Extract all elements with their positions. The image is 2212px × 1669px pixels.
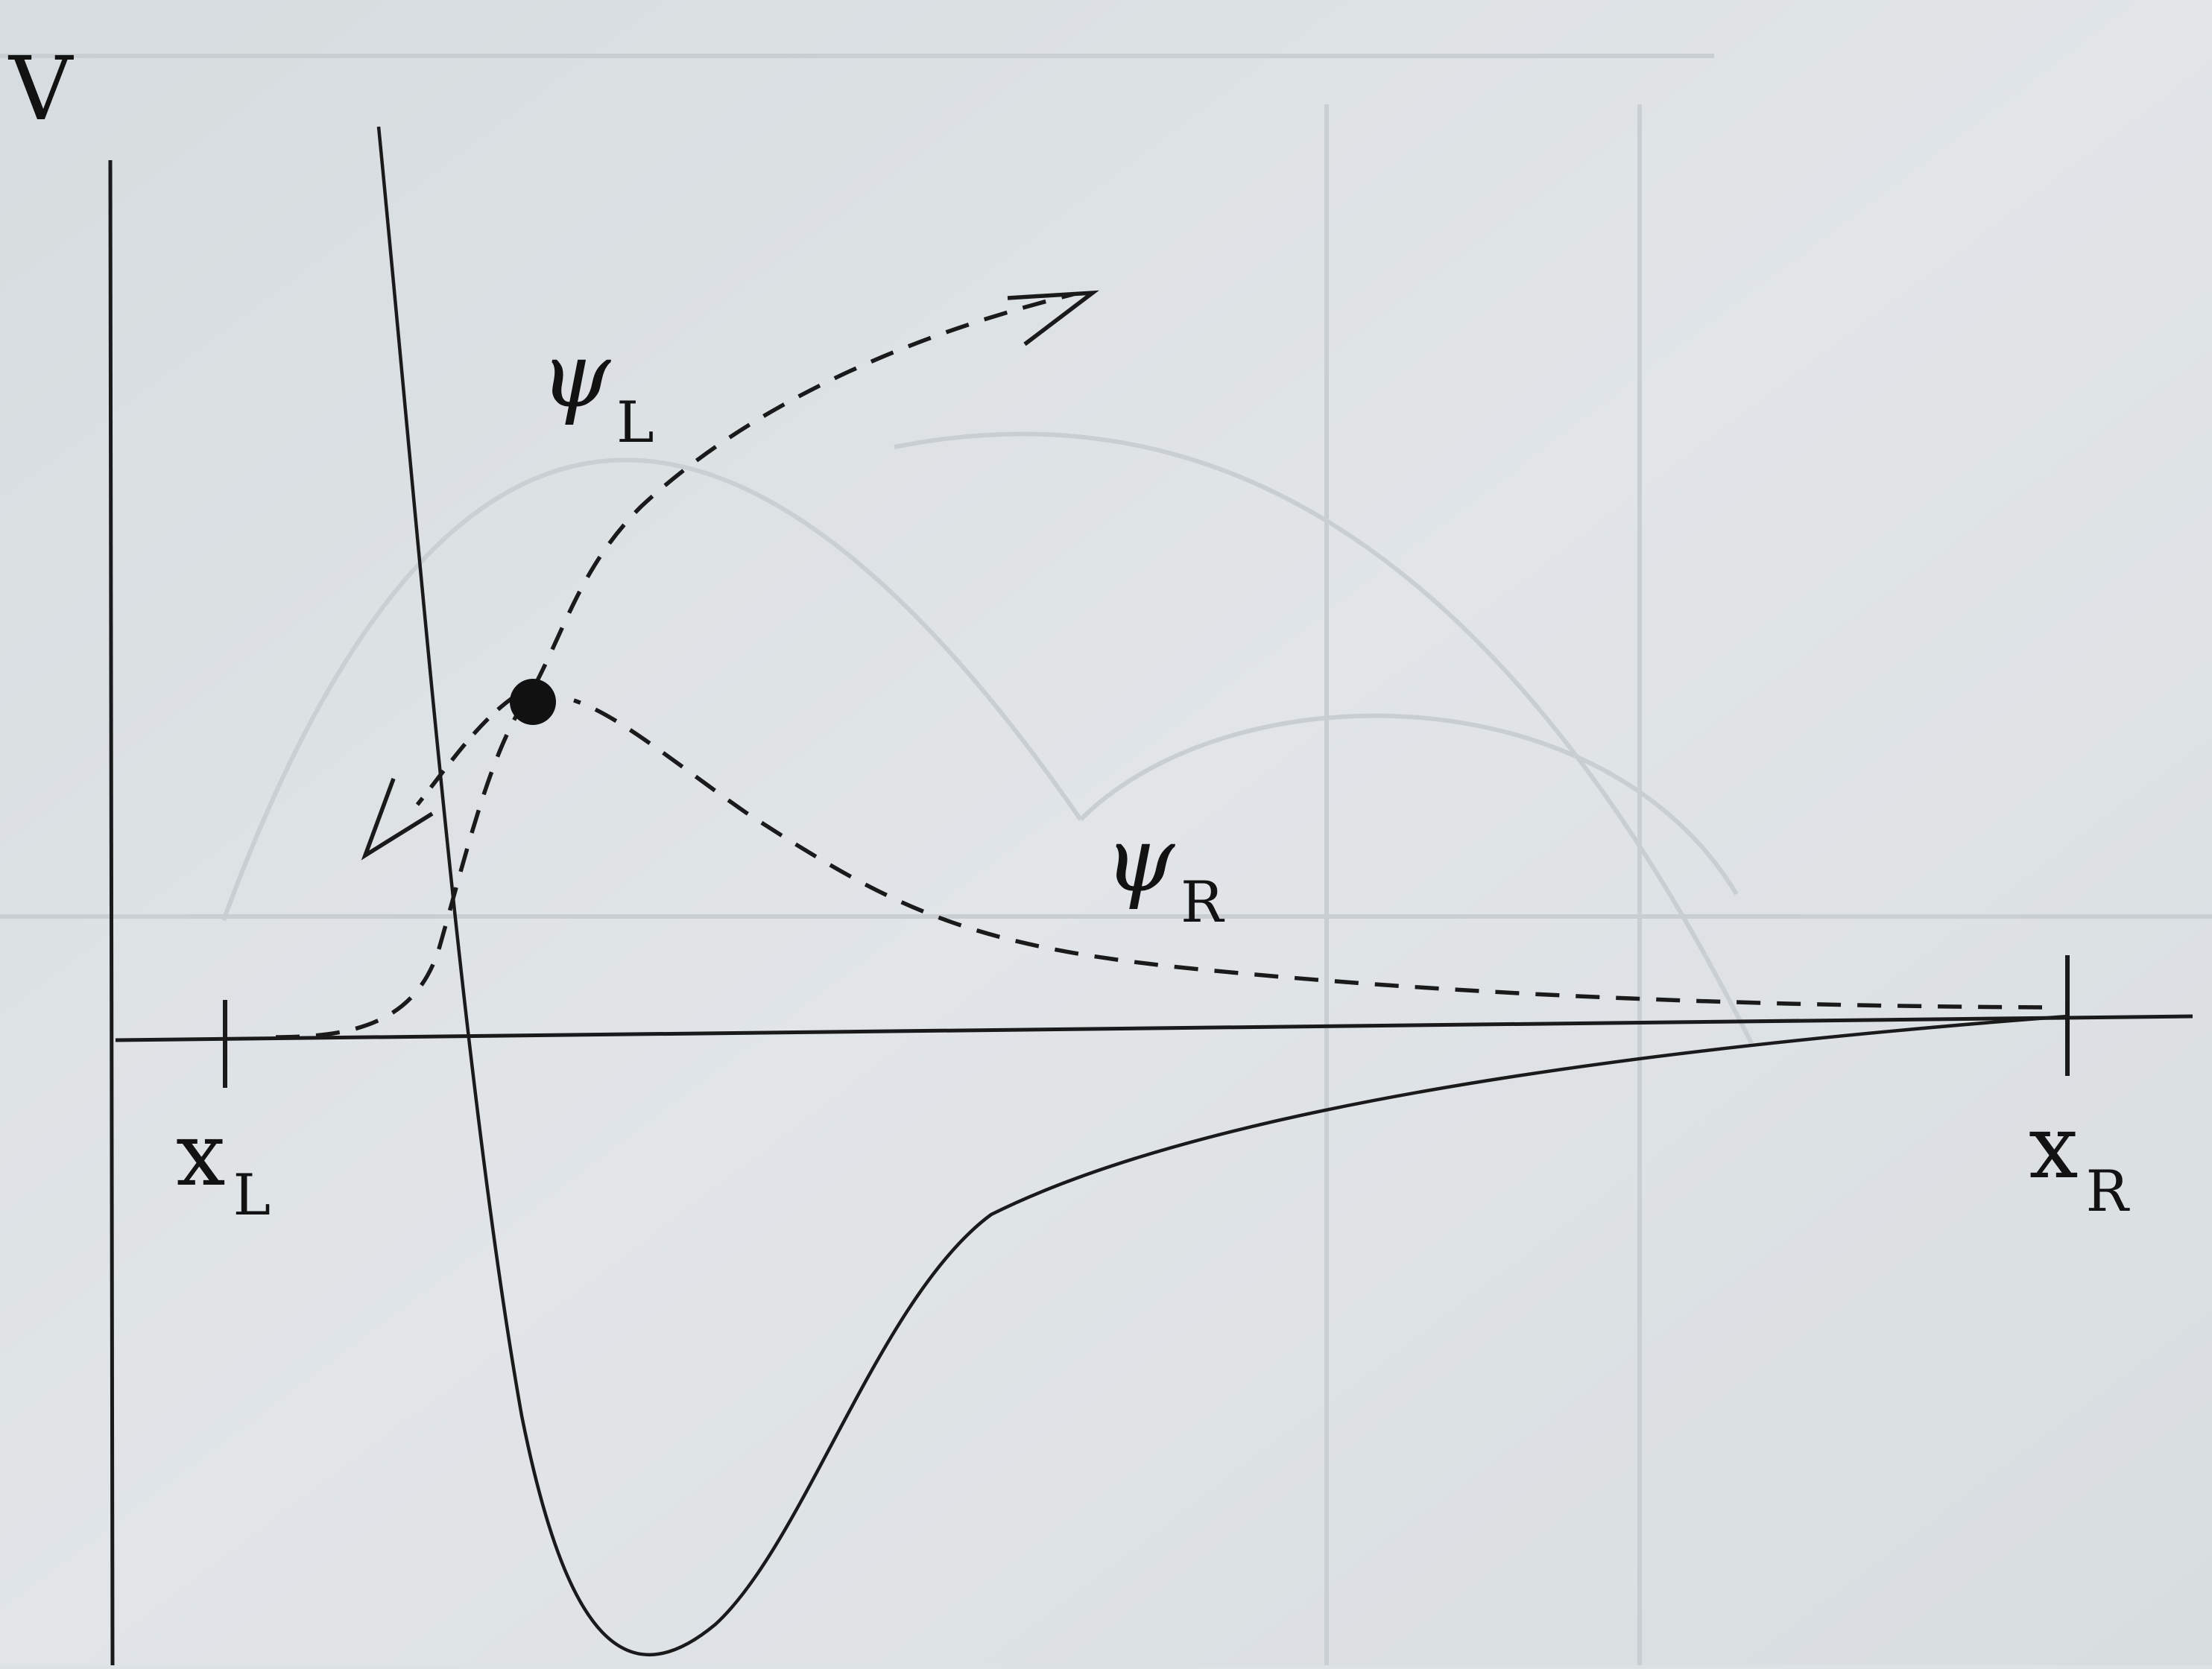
psi-right-symbol: ψ xyxy=(1105,808,1176,912)
psi-left-arrowhead xyxy=(1007,290,1099,346)
psi-right-subscript: R xyxy=(1181,869,1225,935)
psi-left-symbol: ψ xyxy=(540,324,612,428)
psi-left-curve xyxy=(275,292,1074,1039)
v-axis-label: V xyxy=(7,37,74,140)
psi-right-tail xyxy=(415,694,516,806)
psi-right-arrowhead xyxy=(361,778,434,861)
x-right-subscript: R xyxy=(2086,1158,2131,1224)
psi-left-subscript: L xyxy=(616,389,654,455)
x-axis xyxy=(115,1014,2193,1042)
psi-right-curve xyxy=(573,698,2043,1010)
x-left-symbol: x xyxy=(176,1103,226,1206)
matching-point xyxy=(510,679,556,725)
potential-curve xyxy=(376,126,2068,1656)
show-through-marks xyxy=(0,54,2212,1665)
x-left-subscript: L xyxy=(233,1162,271,1228)
x-right-symbol: x xyxy=(2029,1095,2079,1198)
v-axis xyxy=(108,159,115,1666)
